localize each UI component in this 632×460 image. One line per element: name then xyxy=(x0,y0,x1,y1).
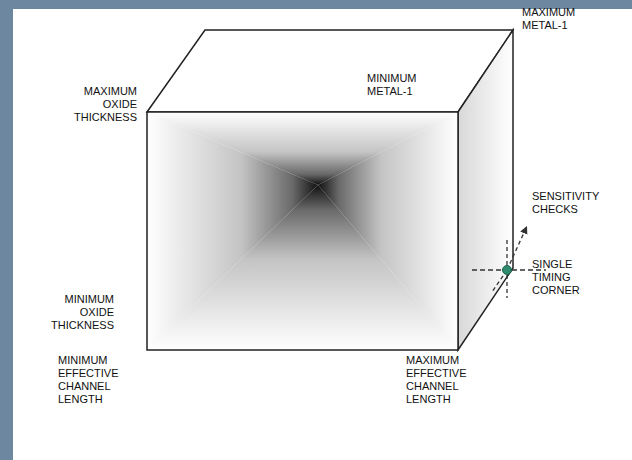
axis-label: MAXIMUM METAL-1 xyxy=(522,6,600,32)
axis-label: MAXIMUM EFFECTIVE CHANNEL LENGTH xyxy=(406,354,484,406)
axis-label: SENSITIVITY CHECKS xyxy=(532,190,610,216)
axis-label: MINIMUM METAL-1 xyxy=(367,72,445,98)
axis-label: SINGLE TIMING CORNER xyxy=(532,258,610,297)
axis-label: MINIMUM EFFECTIVE CHANNEL LENGTH xyxy=(58,354,136,406)
axis-label: MAXIMUM OXIDE THICKNESS xyxy=(59,85,137,124)
axis-label: MINIMUM OXIDE THICKNESS xyxy=(36,293,114,332)
